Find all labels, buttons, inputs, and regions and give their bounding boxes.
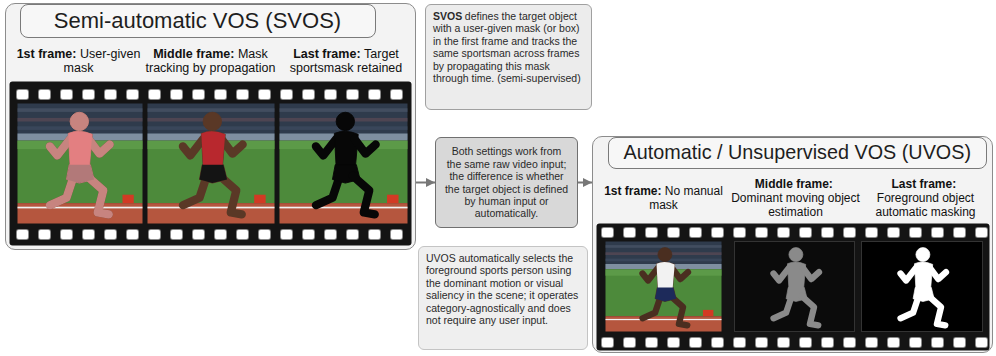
panel-title: Semi-automatic VOS (SVOS) xyxy=(20,4,376,38)
sprocket-row xyxy=(10,230,412,240)
frame-name: Middle frame: xyxy=(755,178,833,192)
frame-caption: Middle frame:Dominant moving object esti… xyxy=(731,176,861,223)
sprocket-row xyxy=(597,338,990,348)
sprocket-row xyxy=(597,228,990,238)
sprinter xyxy=(643,248,689,326)
frame-caption-text: 1st frame:No manual mask xyxy=(604,185,724,213)
frame-caption: Middle frame:Mask tracking by propagatio… xyxy=(144,41,278,82)
note-box: UVOS automatically selects the foregroun… xyxy=(418,246,588,350)
method-panel: Automatic / Unsupervised VOS (UVOS) 1st f… xyxy=(592,136,993,353)
panel-title: Automatic / Unsupervised VOS (UVOS) xyxy=(608,137,987,169)
video-frame xyxy=(606,242,722,332)
frame-caption: 1st frame:No manual mask xyxy=(604,176,724,223)
film-strip-illustration xyxy=(593,137,995,355)
video-frame xyxy=(148,104,275,224)
saliency-estimate xyxy=(774,248,820,326)
sprinter xyxy=(183,112,243,214)
saliency-frame xyxy=(735,242,855,332)
frame-name: 1st frame: xyxy=(604,185,661,199)
frame-caption: Last frame:Foreground object automatic m… xyxy=(864,176,988,223)
frame-caption-text: 1st frame:User-given mask xyxy=(16,47,142,76)
video-frame xyxy=(18,104,143,224)
frame-caption-text: Last frame:Target sportsmask retained xyxy=(281,47,412,76)
user-mask-overlay xyxy=(50,112,110,214)
frame-caption: Last frame:Target sportsmask retained xyxy=(281,41,412,82)
note-text: defines the target object with a user-gi… xyxy=(433,10,581,84)
comparison-box: Both settings work from the same raw vid… xyxy=(435,137,578,228)
frame-caption-text: Last frame:Foreground object automatic m… xyxy=(864,178,988,219)
note-keyword: SVOS xyxy=(433,10,462,22)
frame-caption-text: Middle frame:Mask tracking by propagatio… xyxy=(144,47,278,76)
note-text: UVOS automatically selects the foregroun… xyxy=(426,252,578,326)
sprinter-shorts xyxy=(199,165,227,183)
flow-arrow xyxy=(416,182,435,184)
frame-name: 1st frame: xyxy=(17,47,77,61)
film-strip xyxy=(10,82,412,246)
frame-name: Middle frame: xyxy=(153,47,234,61)
frame-caption: 1st frame:User-given mask xyxy=(16,41,142,82)
foreground-mask xyxy=(901,248,947,326)
frame-caption-text: Middle frame:Dominant moving object esti… xyxy=(731,178,861,219)
sprocket-row xyxy=(10,90,412,100)
note-text: Both settings work from the same raw vid… xyxy=(443,145,570,219)
film-strip-illustration xyxy=(6,4,422,254)
sprinter-shirt xyxy=(657,262,675,289)
film-strip xyxy=(597,224,990,351)
frame-name: Last frame: xyxy=(293,47,360,61)
sprinter-shorts xyxy=(655,288,676,302)
method-panel: Semi-automatic VOS (SVOS) 1st frame:User-… xyxy=(5,3,416,250)
video-frame xyxy=(280,104,408,224)
frame-description: Dominant moving object estimation xyxy=(731,191,860,219)
frame-description: Foreground object automatic masking xyxy=(875,191,975,219)
sprinter xyxy=(50,112,110,214)
frame-name: Last frame: xyxy=(891,178,956,192)
flow-arrow xyxy=(578,182,592,184)
sprinter-shirt xyxy=(201,131,225,166)
propagated-mask xyxy=(316,112,376,214)
note-box: SVOSdefines the target object with a use… xyxy=(425,4,592,110)
mask-frame xyxy=(862,242,983,332)
